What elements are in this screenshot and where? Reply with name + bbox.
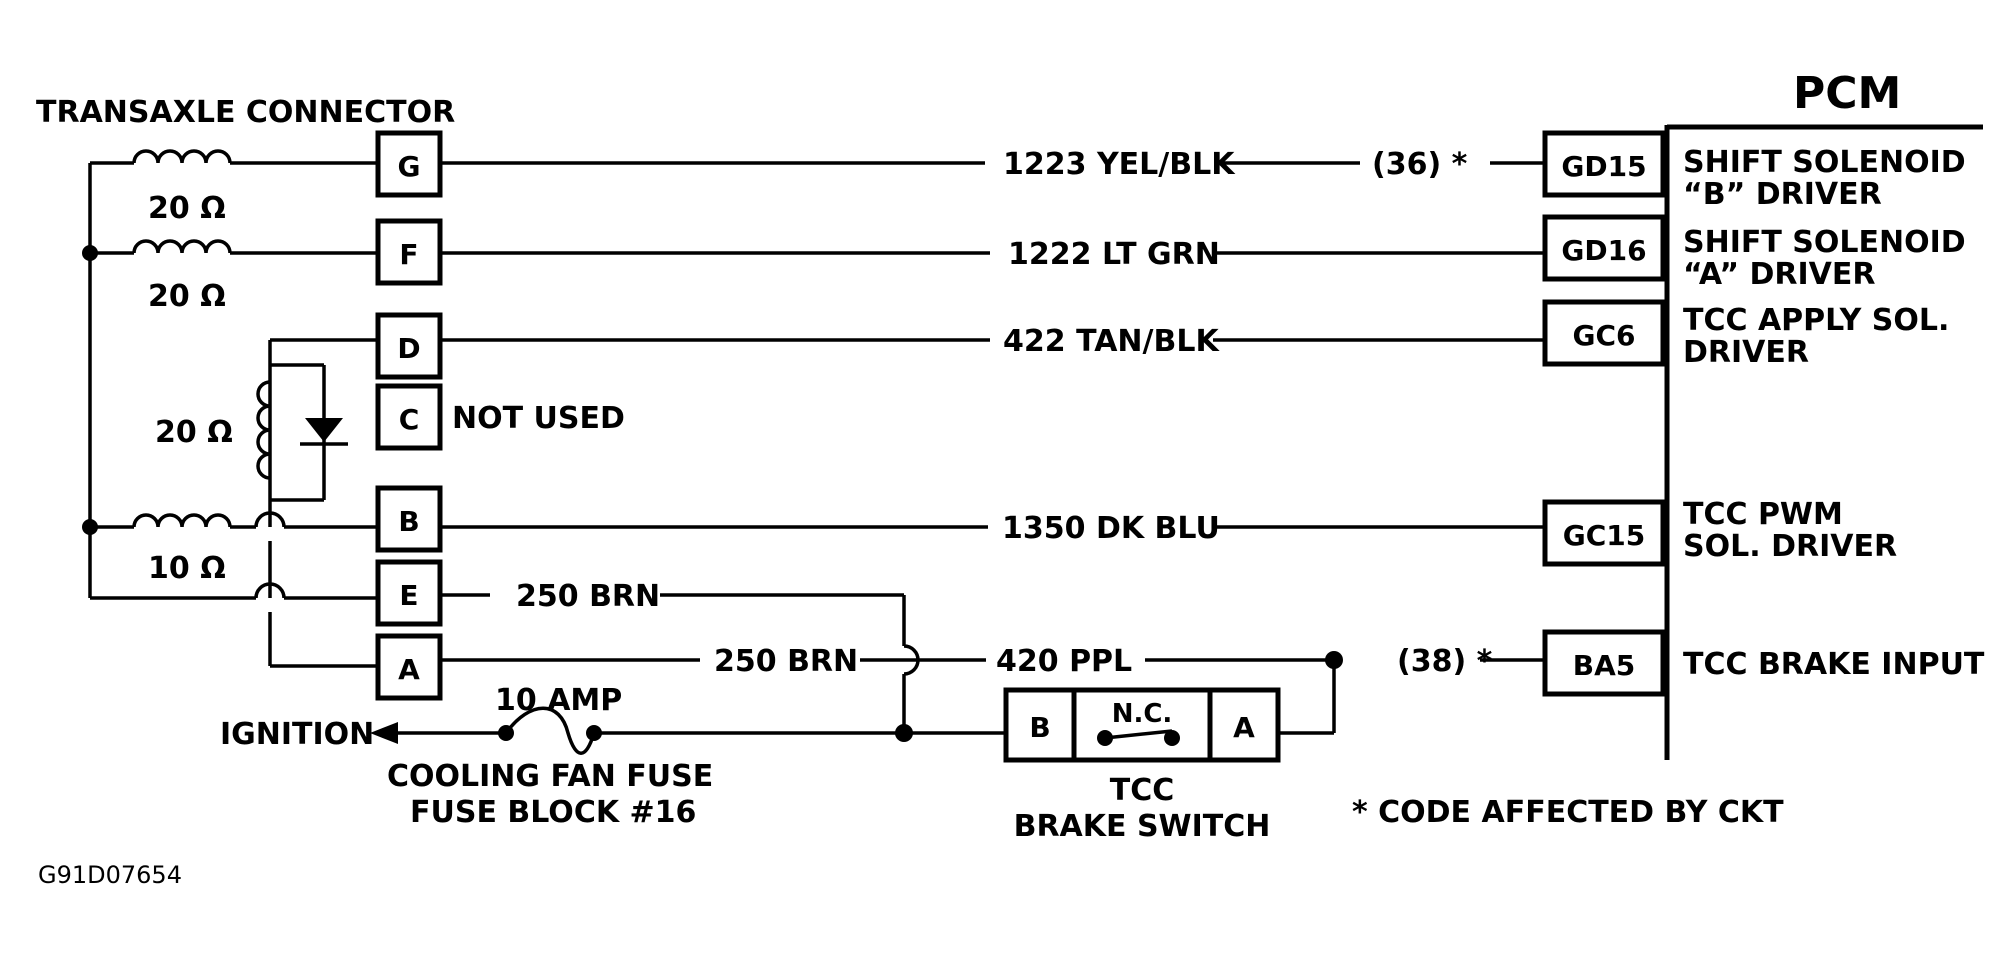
fuse-location: FUSE BLOCK #16 [410, 795, 696, 830]
gc6-function-2: DRIVER [1683, 335, 1809, 370]
gc15-function-2: SOL. DRIVER [1683, 529, 1897, 564]
connector-pin-a: A [375, 633, 443, 701]
gd16-function-2: “A” DRIVER [1683, 257, 1875, 292]
pin-c-not-used-label: NOT USED [452, 401, 625, 436]
gc6-function-1: TCC APPLY SOL. [1683, 303, 1949, 338]
pin-g-letter: G [398, 150, 421, 183]
pin-e-letter: E [399, 579, 418, 612]
pin-a-letter: A [398, 653, 420, 686]
tcc-solenoid-resistance: 20 Ω [155, 415, 233, 450]
pcm-terminal-gd16: GD16 [1542, 214, 1666, 282]
g-solenoid-resistance: 20 Ω [148, 191, 226, 226]
pcm-outline [1664, 124, 1983, 760]
pin-f-letter: F [399, 238, 418, 271]
transaxle-connector-title: TRANSAXLE CONNECTOR [36, 95, 455, 130]
terminal-gc6-label: GC6 [1572, 319, 1635, 352]
terminal-ba5-label: BA5 [1573, 649, 1636, 682]
gc15-function-1: TCC PWM [1683, 497, 1843, 532]
transaxle-connector: G F D C B E A [375, 130, 443, 701]
brake-switch-label-1: TCC [1110, 773, 1175, 808]
gd15-function-2: “B” DRIVER [1683, 177, 1882, 212]
circuit-b-wire-label: 1350 DK BLU [1002, 511, 1220, 546]
pcm-terminal-gc15: GC15 [1542, 499, 1666, 567]
terminal-gd16-label: GD16 [1561, 234, 1646, 267]
figure-id: G91D07654 [38, 861, 182, 889]
connector-pin-b: B [375, 485, 443, 553]
brake-switch-pin-b: B [1029, 711, 1050, 744]
circuit-g-code: (36) * [1372, 147, 1468, 182]
brake-circuit-code: (38) * [1397, 644, 1493, 679]
connector-pin-g: G [375, 130, 443, 198]
f-solenoid-resistance: 20 Ω [148, 279, 226, 314]
ignition-junction [895, 724, 913, 742]
ignition-circuit [370, 706, 1006, 755]
tcc-brake-switch: B A N.C. [1003, 660, 1336, 763]
pcm-terminal-gd15: GD15 [1542, 130, 1666, 198]
ignition-arrow-icon [370, 722, 398, 744]
terminal-gd15-label: GD15 [1561, 150, 1646, 183]
circuit-f-wire-label: 1222 LT GRN [1008, 237, 1220, 272]
b-solenoid-resistance: 10 Ω [148, 551, 226, 586]
circuit-g-wire-label: 1223 YEL/BLK [1003, 147, 1236, 182]
connector-pin-c: C [375, 383, 443, 451]
circuit-e-wire-label: 250 BRN [516, 579, 660, 614]
gd16-function-1: SHIFT SOLENOID [1683, 225, 1966, 260]
brake-switch-pin-a: A [1233, 711, 1255, 744]
pin-b-letter: B [398, 505, 419, 538]
pcm-terminal-gc6: GC6 [1542, 299, 1666, 367]
pcm-terminals: GD15 GD16 GC6 GC15 BA5 [1542, 130, 1666, 697]
gd15-function-1: SHIFT SOLENOID [1683, 145, 1966, 180]
pcm-title: PCM [1793, 68, 1901, 119]
fuse-name: COOLING FAN FUSE [387, 759, 713, 794]
circuit-d-wire-label: 422 TAN/BLK [1003, 324, 1220, 359]
circuit-a-wire-label: 250 BRN [714, 644, 858, 679]
pin-d-letter: D [397, 332, 420, 365]
pcm-terminal-ba5: BA5 [1542, 629, 1666, 697]
terminal-gc15-label: GC15 [1563, 519, 1646, 552]
brake-switch-label-2: BRAKE SWITCH [1014, 809, 1271, 844]
ignition-label: IGNITION [220, 717, 374, 752]
brake-circuit-wire-label: 420 PPL [996, 644, 1132, 679]
pin-c-letter: C [399, 403, 420, 436]
brake-switch-nc-label: N.C. [1112, 699, 1173, 729]
footnote: * CODE AFFECTED BY CKT [1352, 795, 1784, 830]
fuse-rating: 10 AMP [495, 683, 622, 718]
ba5-function: TCC BRAKE INPUT [1683, 647, 1985, 682]
connector-pin-e: E [375, 559, 443, 627]
solenoid-network [82, 149, 378, 668]
connector-pin-f: F [375, 218, 443, 286]
connector-pin-d: D [375, 312, 443, 380]
